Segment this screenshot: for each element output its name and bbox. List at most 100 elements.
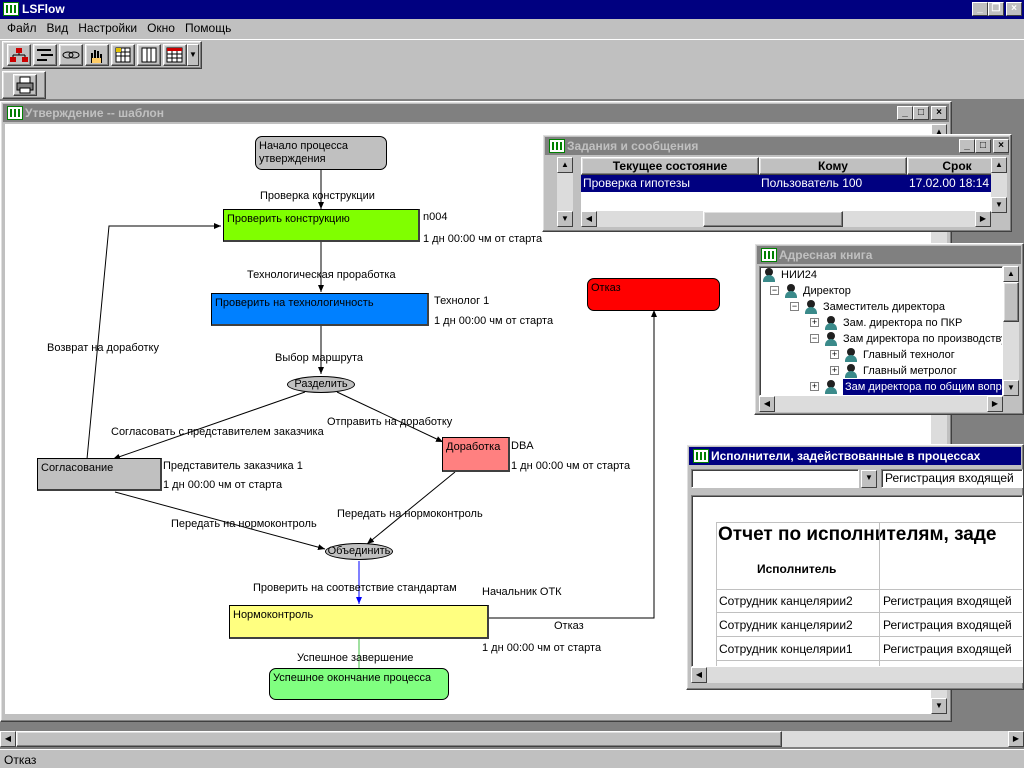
tasks-col-due[interactable]: Срок — [907, 157, 991, 175]
tasks-vertical-scrollbar[interactable]: ▲ ▼ — [991, 157, 1007, 213]
tasks-window-title-bar[interactable]: Задания и сообщения — [545, 137, 1009, 155]
node-start[interactable]: Начало процесса утверждения — [255, 136, 387, 170]
table-row[interactable]: Проверка гипотезы Пользователь 100 17.02… — [581, 175, 991, 192]
executors-window-title: Исполнители, задействованные в процессах — [711, 449, 981, 463]
report-cell-executor: Сотрудник канцелярии2 — [719, 594, 853, 608]
node-rework[interactable]: Доработка — [442, 437, 510, 472]
menu-view[interactable]: Вид — [46, 21, 69, 35]
collapse-icon[interactable]: − — [810, 333, 819, 343]
scroll-right-button[interactable]: ▶ — [1008, 731, 1024, 747]
address-scroll-left[interactable]: ◀ — [759, 396, 775, 412]
node-agree[interactable]: Согласование — [37, 458, 162, 491]
tree-item-label: Заместитель директора — [823, 301, 945, 313]
expand-icon[interactable]: + — [830, 365, 839, 375]
template-maximize-button[interactable]: □ — [913, 106, 929, 120]
executors-title-bar[interactable]: Исполнители, задействованные в процессах — [689, 447, 1021, 465]
template-close-button[interactable]: × — [931, 106, 947, 120]
scroll-thumb[interactable] — [16, 731, 782, 747]
tasks-scroll-up[interactable]: ▲ — [991, 157, 1007, 173]
tasks-scroll-down[interactable]: ▼ — [991, 197, 1007, 213]
tasks-scroll-right[interactable]: ▶ — [975, 211, 991, 227]
node-check-design[interactable]: Проверить конструкцию — [223, 209, 420, 242]
address-scroll-up[interactable]: ▲ — [1003, 266, 1019, 282]
columns-icon[interactable] — [137, 44, 161, 66]
org-chart-icon[interactable] — [7, 44, 31, 66]
tree-item[interactable]: +Зам. директора по ПКР — [760, 315, 1002, 331]
scroll-left-button[interactable]: ◀ — [0, 731, 16, 747]
address-book-title-bar[interactable]: Адресная книга — [757, 246, 1021, 264]
node-success[interactable]: Успешное окончание процесса — [269, 668, 449, 700]
executors-filter-combo[interactable] — [691, 469, 859, 488]
node-normcontrol-role: Начальник ОТК — [482, 586, 562, 598]
collapse-icon[interactable]: − — [790, 301, 799, 311]
restore-button[interactable]: ❐ — [988, 2, 1004, 16]
tasks-close-button[interactable]: × — [993, 139, 1009, 153]
tasks-col-to[interactable]: Кому — [759, 157, 907, 175]
address-scroll-thumb[interactable] — [1003, 282, 1019, 322]
hand-icon[interactable] — [85, 44, 109, 66]
process-combo[interactable]: Регистрация входящей — [881, 469, 1023, 488]
tasks-col-state[interactable]: Текущее состояние — [581, 157, 759, 175]
tree-item[interactable]: −Директор — [760, 283, 1002, 299]
main-horizontal-scrollbar[interactable]: ◀ ▶ — [0, 731, 1024, 747]
address-scroll-right[interactable]: ▶ — [987, 396, 1003, 412]
menu-help[interactable]: Помощь — [184, 21, 232, 35]
executors-scroll-left[interactable]: ◀ — [691, 667, 707, 683]
tree-item[interactable]: НИИ24 — [760, 267, 1002, 283]
node-normcontrol[interactable]: Нормоконтроль — [229, 605, 489, 639]
tasks-maximize-button[interactable]: □ — [975, 139, 991, 153]
grid-icon[interactable] — [111, 44, 135, 66]
minimize-button[interactable]: _ — [972, 2, 988, 16]
tree-item[interactable]: +Главный метролог — [760, 363, 1002, 379]
tasks-grid[interactable]: Текущее состояние Кому Срок Проверка гип… — [581, 157, 991, 213]
address-vertical-scrollbar[interactable]: ▲ ▼ — [1003, 266, 1019, 396]
address-horizontal-scrollbar[interactable]: ◀ ▶ — [759, 396, 1003, 412]
scroll-down-button[interactable]: ▼ — [931, 698, 947, 714]
tasks-scroll-left[interactable]: ◀ — [581, 211, 597, 227]
tasks-left-scroll-down[interactable]: ▼ — [557, 211, 573, 227]
printer-icon[interactable] — [13, 74, 37, 96]
expand-icon[interactable]: + — [810, 317, 819, 327]
tree-item[interactable]: −Зам директора по производству — [760, 331, 1002, 347]
tasks-left-scroll-up[interactable]: ▲ — [557, 157, 573, 173]
table-icon[interactable] — [163, 44, 187, 66]
tasks-minimize-button[interactable]: _ — [959, 139, 975, 153]
tree-item[interactable]: +Главный технолог — [760, 347, 1002, 363]
executors-combo-dropdown[interactable]: ▼ — [861, 470, 877, 488]
menu-settings[interactable]: Настройки — [78, 21, 138, 35]
link-icon[interactable] — [59, 44, 83, 66]
address-tree[interactable]: НИИ24−Директор−Заместитель директора+Зам… — [759, 266, 1003, 396]
tasks-horizontal-scrollbar[interactable]: ◀ ▶ — [581, 211, 991, 227]
executors-window[interactable]: Исполнители, задействованные в процессах… — [686, 444, 1024, 690]
address-book-title: Адресная книга — [779, 248, 873, 262]
template-minimize-button[interactable]: _ — [897, 106, 913, 120]
report-view[interactable]: Отчет по исполнителям, заде Исполнитель … — [691, 495, 1023, 667]
tasks-left-scrollbar[interactable]: ▲ ▼ — [557, 157, 573, 227]
address-scroll-down[interactable]: ▼ — [1003, 380, 1019, 396]
workflow-icon[interactable] — [33, 44, 57, 66]
collapse-icon[interactable]: − — [770, 285, 779, 295]
tasks-scroll-thumb[interactable] — [703, 211, 843, 227]
node-join[interactable]: Объединить — [325, 543, 393, 560]
node-check-tech-role: Технолог 1 — [434, 295, 490, 307]
node-check-tech[interactable]: Проверить на технологичность — [211, 293, 429, 326]
report-table: Исполнитель Сотрудник канцелярии2 Регист… — [716, 522, 1022, 666]
tree-item[interactable]: − Заместитель директора — [760, 299, 1002, 315]
tree-item[interactable]: +Зам директора по общим вопросам — [760, 379, 1002, 395]
node-reject[interactable]: Отказ — [587, 278, 720, 311]
edge-label-check-design: Проверка конструкции — [260, 190, 375, 202]
menu-window[interactable]: Окно — [147, 21, 175, 35]
lsflow-app-icon[interactable] — [3, 2, 19, 16]
tasks-window[interactable]: Задания и сообщения _ □ × ▲ ▼ Текущее со… — [542, 134, 1012, 232]
close-button[interactable]: × — [1006, 2, 1022, 16]
expand-icon[interactable]: + — [810, 381, 819, 391]
dropdown-arrow-icon[interactable]: ▼ — [187, 44, 199, 66]
expand-icon[interactable]: + — [830, 349, 839, 359]
node-rework-time: 1 дн 00:00 чм от старта — [511, 460, 631, 472]
menu-file[interactable]: Файл — [7, 21, 37, 35]
address-book-window[interactable]: Адресная книга НИИ24−Директор−Заместител… — [754, 243, 1024, 415]
template-window-title-bar[interactable]: Утверждение -- шаблон — [3, 104, 949, 122]
executors-horizontal-scrollbar[interactable]: ◀ — [691, 667, 1023, 683]
report-cell-executor: Сотрудник канцелярии2 — [719, 618, 853, 632]
node-split[interactable]: Разделить — [287, 376, 355, 393]
